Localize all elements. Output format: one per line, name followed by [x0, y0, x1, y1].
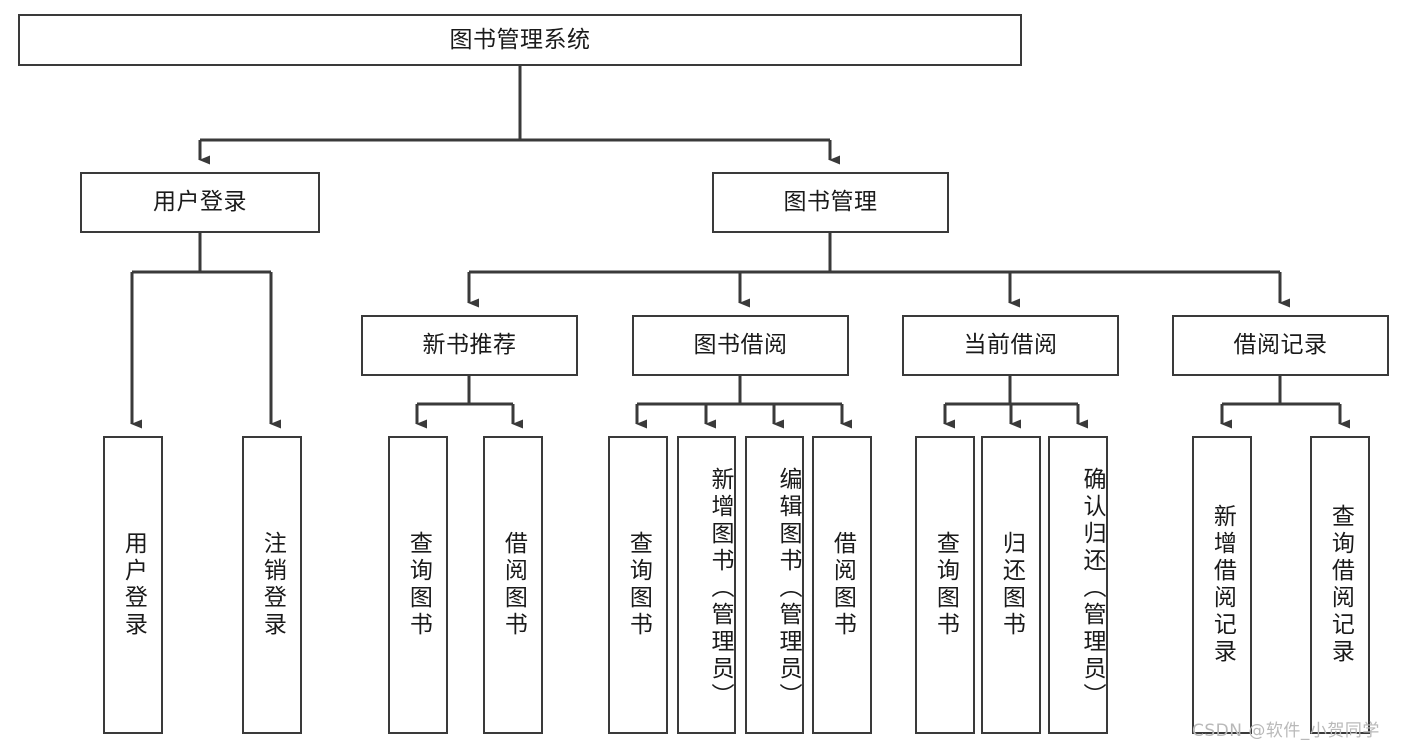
node-root-book-management-system[interactable]: 图书管理系统 [18, 14, 1022, 66]
leaf-add-book-admin[interactable]: 新增图书（管理员） [677, 436, 736, 734]
leaf-borrow-book-recommend[interactable]: 借阅图书 [483, 436, 543, 734]
leaf-query-book-recommend[interactable]: 查询图书 [388, 436, 448, 734]
leaf-query-book-current[interactable]: 查询图书 [915, 436, 975, 734]
node-new-book-recommend[interactable]: 新书推荐 [361, 315, 578, 376]
leaf-user-login[interactable]: 用户登录 [103, 436, 163, 734]
leaf-return-book[interactable]: 归还图书 [981, 436, 1041, 734]
leaf-query-book-borrow[interactable]: 查询图书 [608, 436, 668, 734]
leaf-edit-book-admin[interactable]: 编辑图书（管理员） [745, 436, 804, 734]
node-user-login[interactable]: 用户登录 [80, 172, 320, 233]
leaf-add-borrow-record[interactable]: 新增借阅记录 [1192, 436, 1252, 734]
leaf-confirm-return-admin[interactable]: 确认归还（管理员） [1048, 436, 1108, 734]
node-book-management[interactable]: 图书管理 [712, 172, 949, 233]
node-book-borrow[interactable]: 图书借阅 [632, 315, 849, 376]
node-current-borrow[interactable]: 当前借阅 [902, 315, 1119, 376]
leaf-logout-login[interactable]: 注销登录 [242, 436, 302, 734]
csdn-watermark: CSDN @软件_小贺同学 [1192, 721, 1380, 741]
node-borrow-record[interactable]: 借阅记录 [1172, 315, 1389, 376]
leaf-borrow-book-borrow[interactable]: 借阅图书 [812, 436, 872, 734]
leaf-query-borrow-record[interactable]: 查询借阅记录 [1310, 436, 1370, 734]
